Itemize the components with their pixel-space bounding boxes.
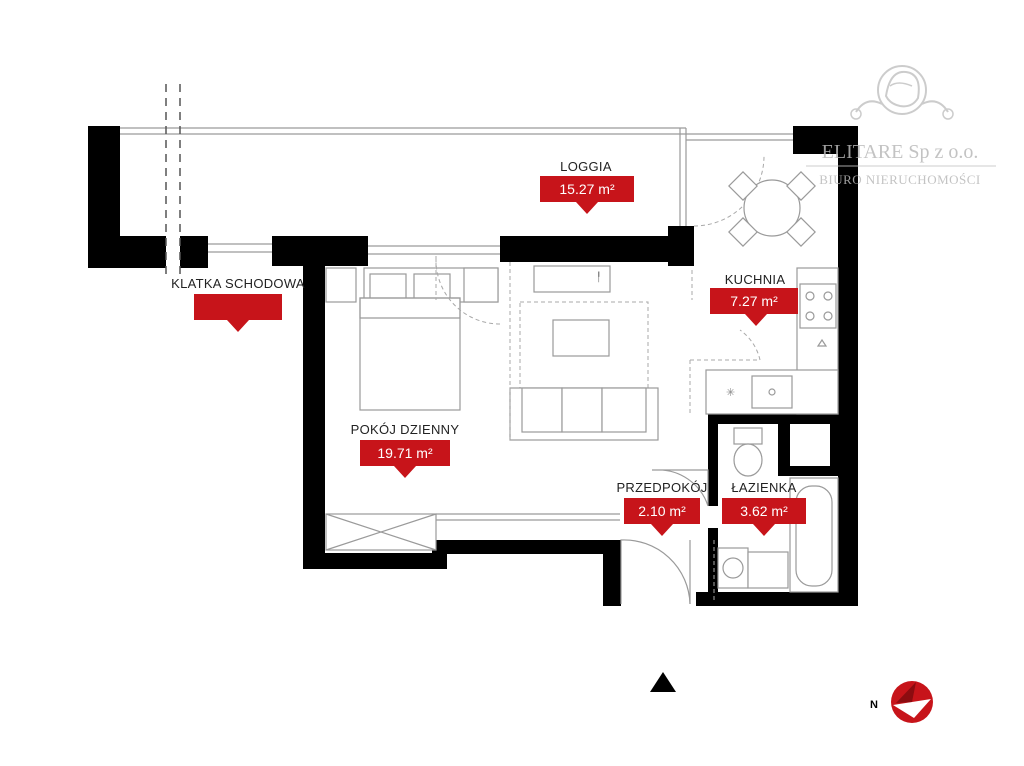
svg-text:╿: ╿ (596, 271, 601, 283)
area-tag-loggia (540, 176, 634, 214)
area-hall: 2.10 m² (638, 503, 686, 519)
room-hall: PRZEDPOKÓJ 2.10 m² (616, 480, 707, 536)
watermark: ELITARE Sp z o.o. BIURO NIERUCHOMOŚCI (806, 65, 996, 187)
area-tag-staircase (194, 294, 282, 332)
room-name-loggia: LOGGIA (560, 159, 612, 174)
room-name-staircase: KLATKA SCHODOWA (171, 276, 305, 291)
lion-crest-icon (850, 65, 954, 120)
watermark-company: ELITARE Sp z o.o. (822, 141, 979, 163)
area-loggia: 15.27 m² (559, 181, 615, 197)
loggia-outline (120, 84, 793, 275)
compass-icon: N (870, 681, 933, 723)
area-tag-kitchen (710, 288, 798, 326)
room-name-kitchen: KUCHNIA (725, 272, 786, 287)
room-living: POKÓJ DZIENNY 19.71 m² (351, 422, 460, 478)
watermark-subtitle: BIURO NIERUCHOMOŚCI (819, 172, 981, 187)
room-bathroom: ŁAZIENKA 3.62 m² (722, 480, 806, 536)
compass-label: N (870, 699, 878, 711)
room-staircase: KLATKA SCHODOWA (171, 276, 305, 332)
room-name-living: POKÓJ DZIENNY (351, 422, 460, 437)
area-tag-living (360, 440, 450, 478)
area-living: 19.71 m² (377, 445, 433, 461)
entrance-arrow-icon (650, 672, 676, 692)
area-bathroom: 3.62 m² (740, 503, 788, 519)
room-name-hall: PRZEDPOKÓJ (616, 480, 707, 495)
furniture: ✳ ╿ (325, 171, 839, 605)
area-kitchen: 7.27 m² (730, 293, 778, 309)
room-loggia: LOGGIA 15.27 m² (540, 159, 634, 214)
area-tag-hall (624, 498, 700, 536)
room-name-bathroom: ŁAZIENKA (731, 480, 796, 495)
svg-text:✳: ✳ (726, 387, 735, 399)
walls (88, 126, 858, 606)
area-tag-bathroom (722, 498, 806, 536)
room-kitchen: KUCHNIA 7.27 m² (710, 272, 798, 326)
